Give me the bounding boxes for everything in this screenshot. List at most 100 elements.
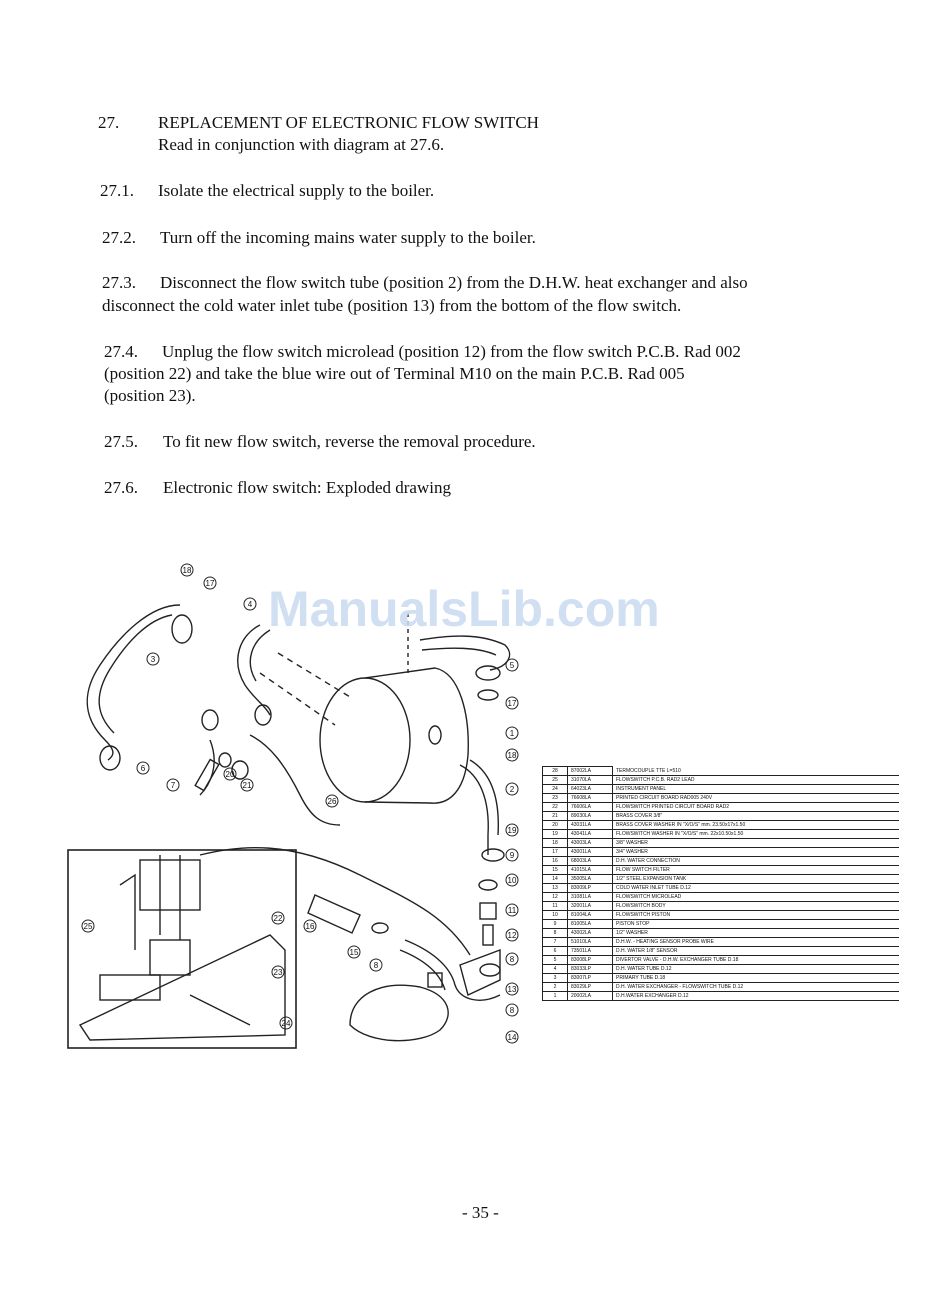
part-description: INSTRUMENT PANEL	[612, 784, 899, 794]
part-description: DIVERTOR VALVE - D.H.W. EXCHANGER TUBE D…	[612, 955, 899, 965]
step-text: Disconnect the flow switch tube (positio…	[160, 273, 748, 292]
step-text: (position 23).	[104, 386, 196, 405]
part-code: 81005LA	[567, 919, 613, 929]
part-position: 28	[542, 766, 568, 776]
step-text: To fit new flow switch, reverse the remo…	[163, 432, 536, 451]
part-code: 43031LA	[567, 820, 613, 830]
callout-label: 26	[328, 797, 337, 806]
part-position: 3	[542, 973, 568, 983]
part-description: 1/2" WASHER	[612, 928, 899, 938]
part-position: 21	[542, 811, 568, 821]
callout-label: 12	[508, 931, 517, 940]
part-description: FLOW SWITCH FILTER	[612, 865, 899, 875]
step-text: Isolate the electrical supply to the boi…	[158, 181, 435, 200]
part-position: 9	[542, 919, 568, 929]
step-text: Unplug the flow switch microlead (positi…	[162, 342, 741, 361]
part-position: 19	[542, 829, 568, 839]
part-position: 2	[542, 982, 568, 992]
part-position: 22	[542, 802, 568, 812]
part-position: 10	[542, 910, 568, 920]
step-text: (position 22) and take the blue wire out…	[104, 364, 685, 383]
part-code: 83007LP	[567, 973, 613, 983]
step-text: disconnect the cold water inlet tube (po…	[102, 296, 682, 315]
part-description: FLOWSWITCH BODY	[612, 901, 899, 911]
part-description: PRINTED CIRCUIT BOARD RAD005 240V	[612, 793, 899, 803]
exchanger-tube-upper	[419, 635, 511, 671]
callout-label: 14	[508, 1033, 517, 1042]
section-subtitle: Read in conjunction with diagram at 27.6…	[158, 135, 445, 154]
part-code: 43001LA	[567, 847, 613, 857]
part-position: 17	[542, 847, 568, 857]
callout-label: 13	[508, 985, 517, 994]
step-number: 27.5.	[104, 432, 138, 451]
pcb-panel	[67, 849, 297, 1049]
part-position: 14	[542, 874, 568, 884]
heat-exchanger	[319, 667, 469, 804]
part-description: D.H. WATER EXCHANGER - FLOWSWITCH TUBE D…	[612, 982, 899, 992]
step-text: Turn off the incoming mains water supply…	[160, 228, 536, 247]
part-position: 23	[542, 793, 568, 803]
dhw-water-tube	[237, 624, 271, 716]
callout-label: 18	[508, 751, 517, 760]
callout-label: 15	[350, 948, 359, 957]
step-number: 27.6.	[104, 478, 138, 497]
part-code: 89030LA	[567, 811, 613, 821]
part-position: 1	[542, 991, 568, 1001]
part-code: 43003LA	[567, 838, 613, 848]
part-description: BRASS COVER 3/8"	[612, 811, 899, 821]
callout-label: 17	[508, 699, 517, 708]
part-description: 3/4" WASHER	[612, 847, 899, 857]
callout-label: 9	[510, 851, 515, 860]
part-code: 31070LA	[567, 775, 613, 785]
step-number: 27.2.	[102, 228, 136, 247]
part-position: 6	[542, 946, 568, 956]
part-code: 68003LA	[567, 856, 613, 866]
expansion-tank	[349, 984, 449, 1042]
part-position: 4	[542, 964, 568, 974]
part-description: FLOWSWITCH WASHER IN "X/O/S" mm. 22x10.5…	[612, 829, 899, 839]
part-description: FLOWSWITCH PISTON	[612, 910, 899, 920]
part-description: FLOWSWITCH P.C.B. RAD2 LEAD	[612, 775, 899, 785]
part-code: 41015LA	[567, 865, 613, 875]
part-description: TERMOCOUPLE TTE L=510	[612, 766, 899, 776]
callout-label: 4	[248, 600, 253, 609]
step-text: Electronic flow switch: Exploded drawing	[163, 478, 451, 497]
watermark: ManualsLib.com	[268, 581, 660, 637]
primary-tube	[86, 604, 181, 761]
part-position: 8	[542, 928, 568, 938]
part-description: D.H.WATER EXCHANGER D.12	[612, 991, 899, 1001]
part-position: 18	[542, 838, 568, 848]
step-number: 27.1.	[100, 181, 134, 200]
callout-label: 20	[226, 770, 235, 779]
part-code: 83029LP	[567, 982, 613, 992]
flowswitch-body	[459, 948, 501, 996]
part-code: 83008LP	[567, 955, 613, 965]
part-position: 25	[542, 775, 568, 785]
callout-label: 17	[206, 579, 215, 588]
part-position: 13	[542, 883, 568, 893]
part-code: 73501LA	[567, 946, 613, 956]
part-description: D.H. WATER CONNECTION	[612, 856, 899, 866]
callout-label: 8	[510, 1006, 515, 1015]
part-position: 15	[542, 865, 568, 875]
callout-label: 5	[510, 661, 515, 670]
part-description: D.H. WATER TUBE D.12	[612, 964, 899, 974]
